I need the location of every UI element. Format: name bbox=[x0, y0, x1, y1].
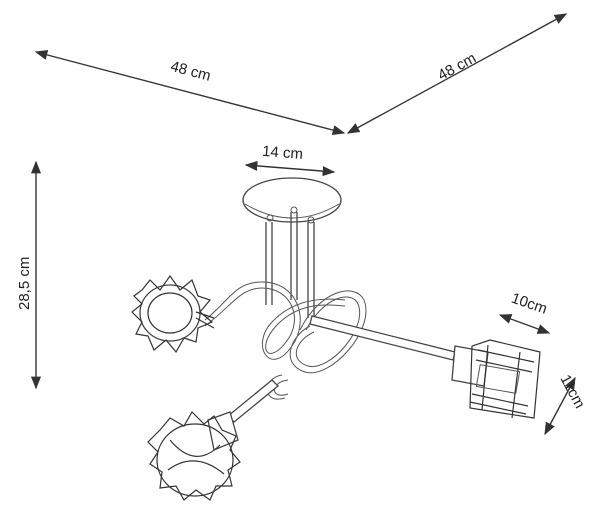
dimension-shade-height-label: 11cm bbox=[556, 372, 588, 411]
right-arm bbox=[309, 315, 456, 361]
dimension-shade-width: 10cm bbox=[498, 290, 551, 334]
dimension-height-label: 28,5 cm bbox=[16, 257, 33, 310]
dimension-canopy: 14 cm bbox=[244, 143, 336, 177]
dimension-width-right-label: 48 cm bbox=[435, 50, 479, 84]
right-cage-shade bbox=[451, 339, 541, 419]
dimension-width-left-label: 48 cm bbox=[169, 58, 213, 85]
left-cage-shade bbox=[131, 274, 215, 354]
dimension-width-right: 48 cm bbox=[346, 13, 568, 134]
ceiling-lamp-illustration bbox=[131, 177, 541, 501]
support-rods bbox=[265, 212, 315, 318]
dimension-width-left: 48 cm bbox=[34, 50, 346, 135]
dimension-shade-width-label: 10cm bbox=[509, 290, 549, 318]
dimension-height: 28,5 cm bbox=[16, 160, 42, 390]
lower-cage-shade bbox=[147, 411, 241, 501]
dimension-canopy-label: 14 cm bbox=[262, 143, 304, 163]
dimension-shade-height: 11cm bbox=[544, 372, 588, 436]
lower-arm bbox=[227, 379, 279, 423]
curved-arms bbox=[204, 281, 367, 400]
ceiling-canopy bbox=[242, 177, 342, 224]
